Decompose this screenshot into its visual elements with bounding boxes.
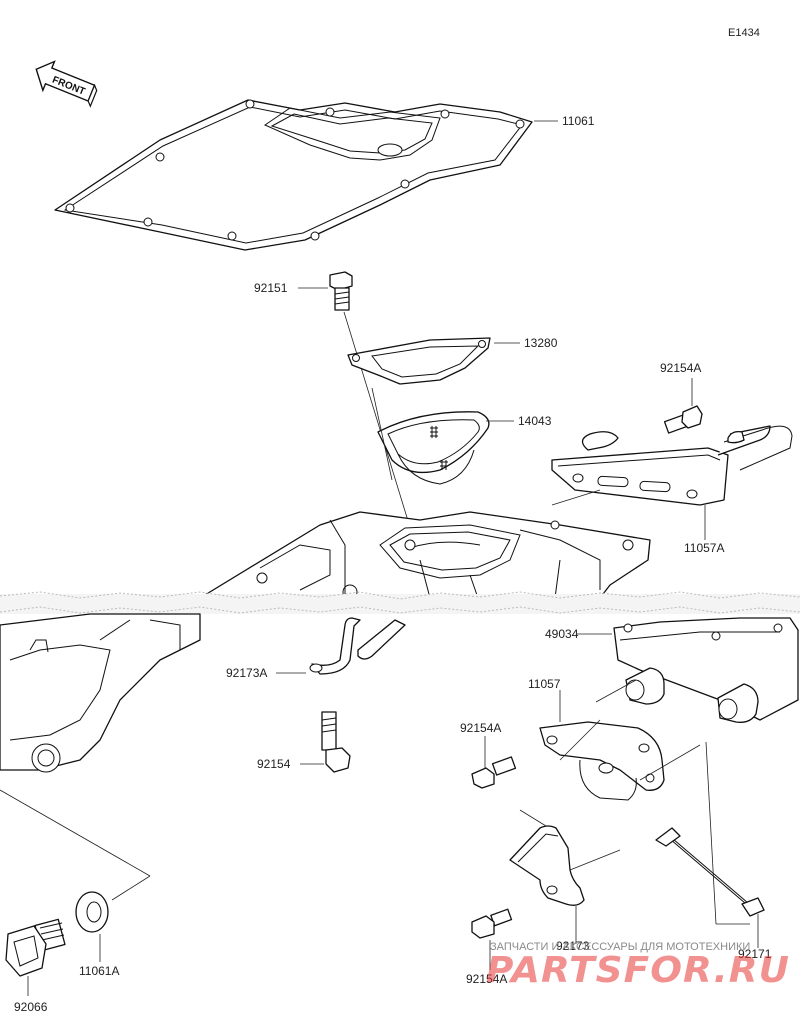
part-label-92173A: 92173A <box>226 666 267 680</box>
bolt-bottom-part <box>471 908 513 939</box>
watermark-tagline: ЗАПЧАСТИ И АКСЕССУАРЫ ДЛЯ МОТОТЕХНИКИ <box>490 941 750 953</box>
upper-bracket-part <box>551 425 793 506</box>
bolt-upper-bracket-part <box>663 405 703 434</box>
part-label-92154: 92154 <box>257 757 291 771</box>
oil-pan-lower-part <box>0 613 201 773</box>
bolt-left-part <box>321 711 351 773</box>
watermark: ЗАПЧАСТИ И АКСЕССУАРЫ ДЛЯ МОТОТЕХНИКИ PA… <box>486 941 790 991</box>
part-label-13280: 13280 <box>524 336 558 350</box>
cover-gasket-part <box>347 337 491 385</box>
lower-bracket-part <box>539 721 665 801</box>
clamp-left-part <box>309 617 406 675</box>
drain-plug-part <box>5 918 66 977</box>
bolt-top-part <box>329 271 353 311</box>
diagram-id: E1434 <box>728 27 760 39</box>
part-label-92173: 92173 <box>556 939 590 953</box>
part-label-11057: 11057 <box>528 677 561 691</box>
front-arrow-icon: FRONT <box>35 60 98 108</box>
part-label-14043: 14043 <box>518 414 552 428</box>
oil-pan-right-part <box>613 617 799 723</box>
part-label-92151: 92151 <box>254 281 288 295</box>
part-label-11061A: 11061A <box>79 964 119 978</box>
strainer-part <box>377 411 490 485</box>
bolt-lower-bracket-part <box>471 756 517 789</box>
part-label-49034: 49034 <box>545 627 579 641</box>
gasket-part <box>54 99 533 251</box>
rod-part <box>655 827 765 917</box>
part-label-11061: 11061 <box>562 114 595 128</box>
oil-pan-upper-part <box>199 511 651 600</box>
clamp-bottom-part <box>509 825 585 906</box>
watermark-brand: PARTSFOR.RU <box>486 950 790 991</box>
part-label-92154A-bottom: 92154A <box>466 972 507 986</box>
washer-part <box>75 891 109 933</box>
part-label-92171: 92171 <box>738 947 772 961</box>
part-label-92154A-upper: 92154A <box>660 361 701 375</box>
torn-edge-band <box>0 591 800 614</box>
part-label-11057A: 11057A <box>684 541 724 555</box>
part-label-92066: 92066 <box>14 1000 48 1014</box>
part-label-92154A-mid: 92154A <box>460 721 501 735</box>
